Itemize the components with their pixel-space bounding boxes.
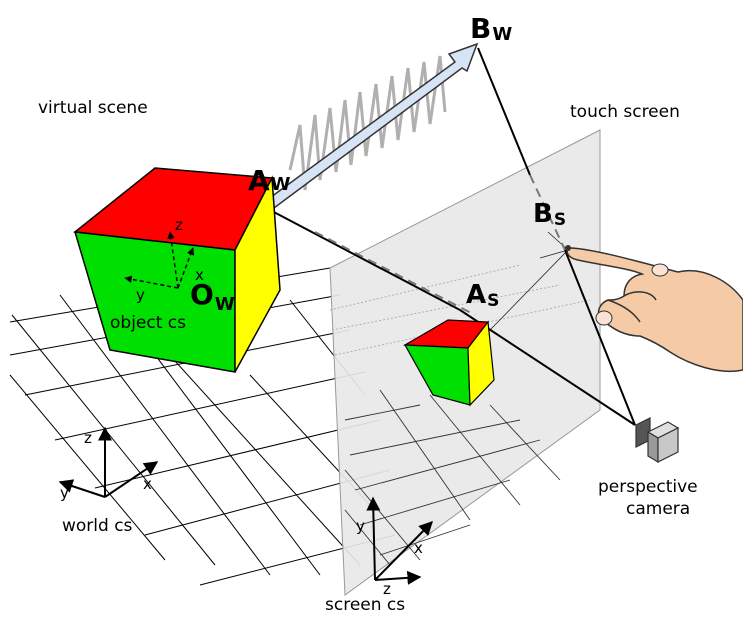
object-axis-y: y — [136, 286, 145, 304]
svg-text:BW: BW — [470, 12, 512, 45]
world-cs-label: world cs — [62, 516, 133, 536]
camera-icon — [636, 418, 678, 462]
screen-cs-label: screen cs — [325, 595, 405, 615]
object-cube — [75, 168, 280, 372]
object-cs-label: object cs — [110, 313, 186, 333]
point-label-a-w: AW — [248, 164, 291, 197]
touch-point — [565, 245, 571, 251]
touch-screen-label: touch screen — [570, 102, 680, 122]
object-axis-z: z — [175, 216, 183, 234]
camera-label: camera — [626, 499, 690, 519]
screen-axis-x: x — [414, 539, 423, 557]
world-axis-y: y — [60, 484, 69, 502]
svg-text:AW: AW — [248, 164, 291, 197]
perspective-label: perspective — [598, 477, 698, 497]
point-label-b-w: BW — [470, 12, 512, 45]
world-axis-x: x — [143, 475, 152, 493]
virtual-scene-label: virtual scene — [38, 98, 148, 118]
screen-axis-y: y — [356, 517, 365, 535]
world-axis-z: z — [84, 429, 92, 447]
